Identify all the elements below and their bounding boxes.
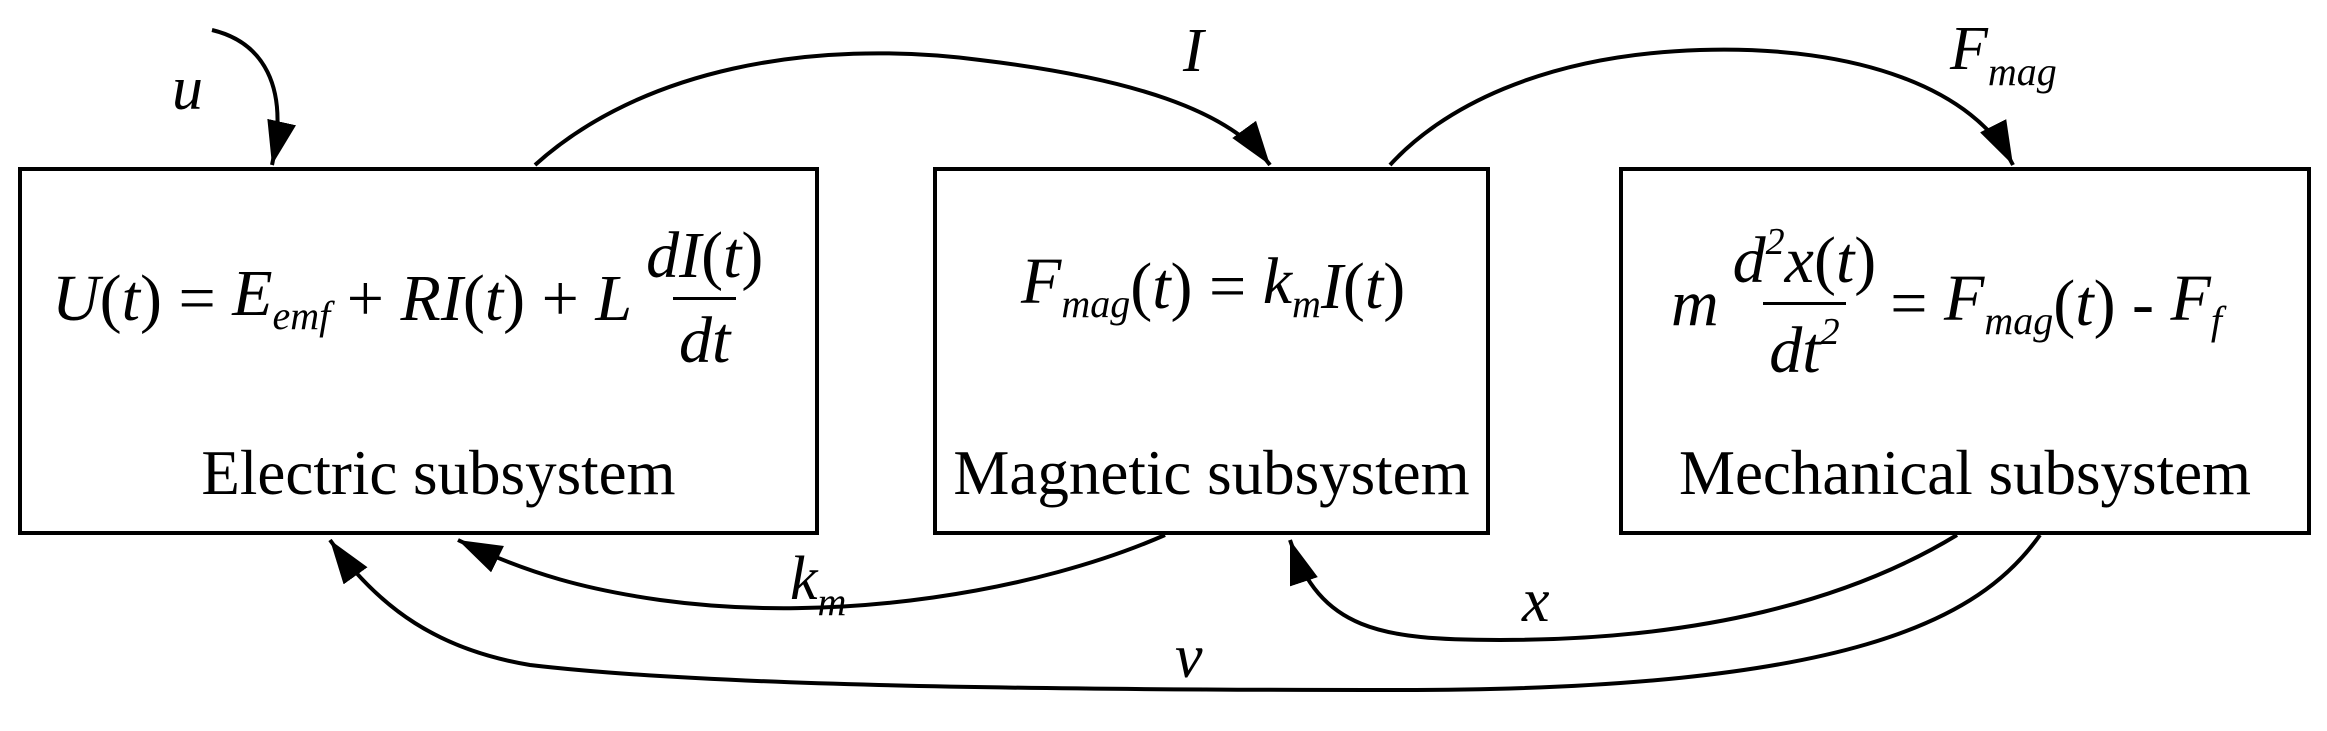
mechanical-subsystem-label: Mechanical subsystem: [1678, 438, 2252, 508]
electric-subsystem-box: U(t) = Eemf + RI(t) + L dI(t)dt Electric…: [18, 167, 819, 535]
force-mag-label: Fmag: [1950, 15, 2057, 94]
electric-equation: U(t) = Eemf + RI(t) + L dI(t)dt: [52, 219, 764, 377]
velocity-v-label: v: [1175, 623, 1203, 691]
input-u-label: u: [172, 55, 203, 123]
mechanical-equation: m d2x(t)dt2 = Fmag(t) - Ff: [1671, 221, 2222, 387]
position-arrow: [1288, 533, 1959, 643]
magnetic-subsystem-label: Magnetic subsystem: [953, 438, 1470, 508]
km-label: km: [790, 545, 847, 624]
electric-subsystem-label: Electric subsystem: [201, 438, 676, 508]
current-i-label: I: [1183, 17, 1204, 85]
current-arrow: [533, 51, 1272, 167]
velocity-arrow: [328, 533, 2042, 693]
position-x-label: x: [1522, 567, 1550, 635]
mechanical-subsystem-box: m d2x(t)dt2 = Fmag(t) - Ff Mechanical su…: [1619, 167, 2311, 535]
km-arrow: [457, 533, 1166, 611]
force-arrow: [1388, 47, 2015, 167]
input-u-arrow: [211, 28, 296, 166]
